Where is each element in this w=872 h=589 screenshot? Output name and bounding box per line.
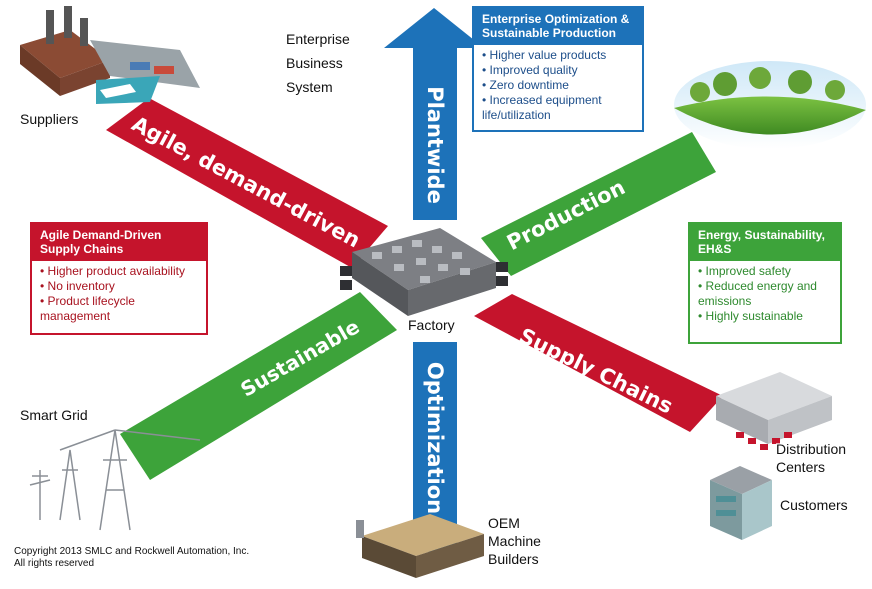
factory-label: Factory (408, 317, 455, 333)
agile-supply-chains-box: Agile Demand-Driven Supply Chains Higher… (30, 222, 208, 335)
list-item: Improved safety (698, 264, 834, 279)
suppliers-illustration (20, 6, 200, 104)
enterprise-system-label-line3: System (286, 79, 333, 95)
production-arrow (481, 132, 716, 276)
list-item: No inventory (40, 279, 200, 294)
energy-sustainability-box: Energy, Sustainability, EH&S Improved sa… (688, 222, 842, 344)
distribution-centers-label-line1: Distribution (776, 441, 846, 457)
smart-grid-label: Smart Grid (20, 407, 88, 423)
suppliers-label: Suppliers (20, 111, 78, 127)
sustainable-arrow (120, 292, 397, 480)
list-item: Increased equipment life/utilization (482, 93, 636, 123)
enterprise-system-label-line1: Enterprise (286, 31, 350, 47)
enterprise-system-label-line2: Business (286, 55, 343, 71)
oem-builders-label-line3: Builders (488, 551, 539, 567)
agile-supply-chains-box-title: Agile Demand-Driven Supply Chains (32, 224, 206, 261)
agile-supply-chains-list: Higher product availability No inventory… (32, 261, 206, 327)
landscape-illustration (674, 61, 866, 149)
plantwide-arrow (384, 8, 484, 220)
enterprise-optimization-list: Higher value products Improved quality Z… (474, 45, 642, 126)
supply-chains-arrow (474, 294, 723, 432)
smart-grid-illustration (29, 429, 201, 531)
optimization-label: Optimization (423, 362, 447, 514)
list-item: Reduced energy and emissions (698, 279, 834, 309)
customers-illustration (710, 466, 772, 540)
list-item: Higher value products (482, 48, 636, 63)
agile-arrow (106, 98, 388, 268)
energy-sustainability-list: Improved safety Reduced energy and emiss… (690, 261, 840, 327)
factory-illustration (340, 228, 508, 316)
list-item: Product lifecycle management (40, 294, 200, 324)
copyright-notice: Copyright 2013 SMLC and Rockwell Automat… (14, 546, 314, 570)
list-item: Highly sustainable (698, 309, 834, 324)
oem-builders-illustration (356, 514, 484, 578)
enterprise-optimization-box: Enterprise Optimization & Sustainable Pr… (472, 6, 644, 132)
customers-label: Customers (780, 497, 848, 513)
distribution-centers-label-line2: Centers (776, 459, 825, 475)
list-item: Zero downtime (482, 78, 636, 93)
energy-sustainability-box-title: Energy, Sustainability, EH&S (690, 224, 840, 261)
distribution-centers-illustration (716, 372, 832, 450)
oem-builders-label-line1: OEM (488, 515, 520, 531)
list-item: Improved quality (482, 63, 636, 78)
oem-builders-label-line2: Machine (488, 533, 541, 549)
plantwide-label: Plantwide (423, 86, 447, 204)
optimization-arrow (413, 342, 457, 552)
list-item: Higher product availability (40, 264, 200, 279)
enterprise-optimization-box-title: Enterprise Optimization & Sustainable Pr… (474, 8, 642, 45)
